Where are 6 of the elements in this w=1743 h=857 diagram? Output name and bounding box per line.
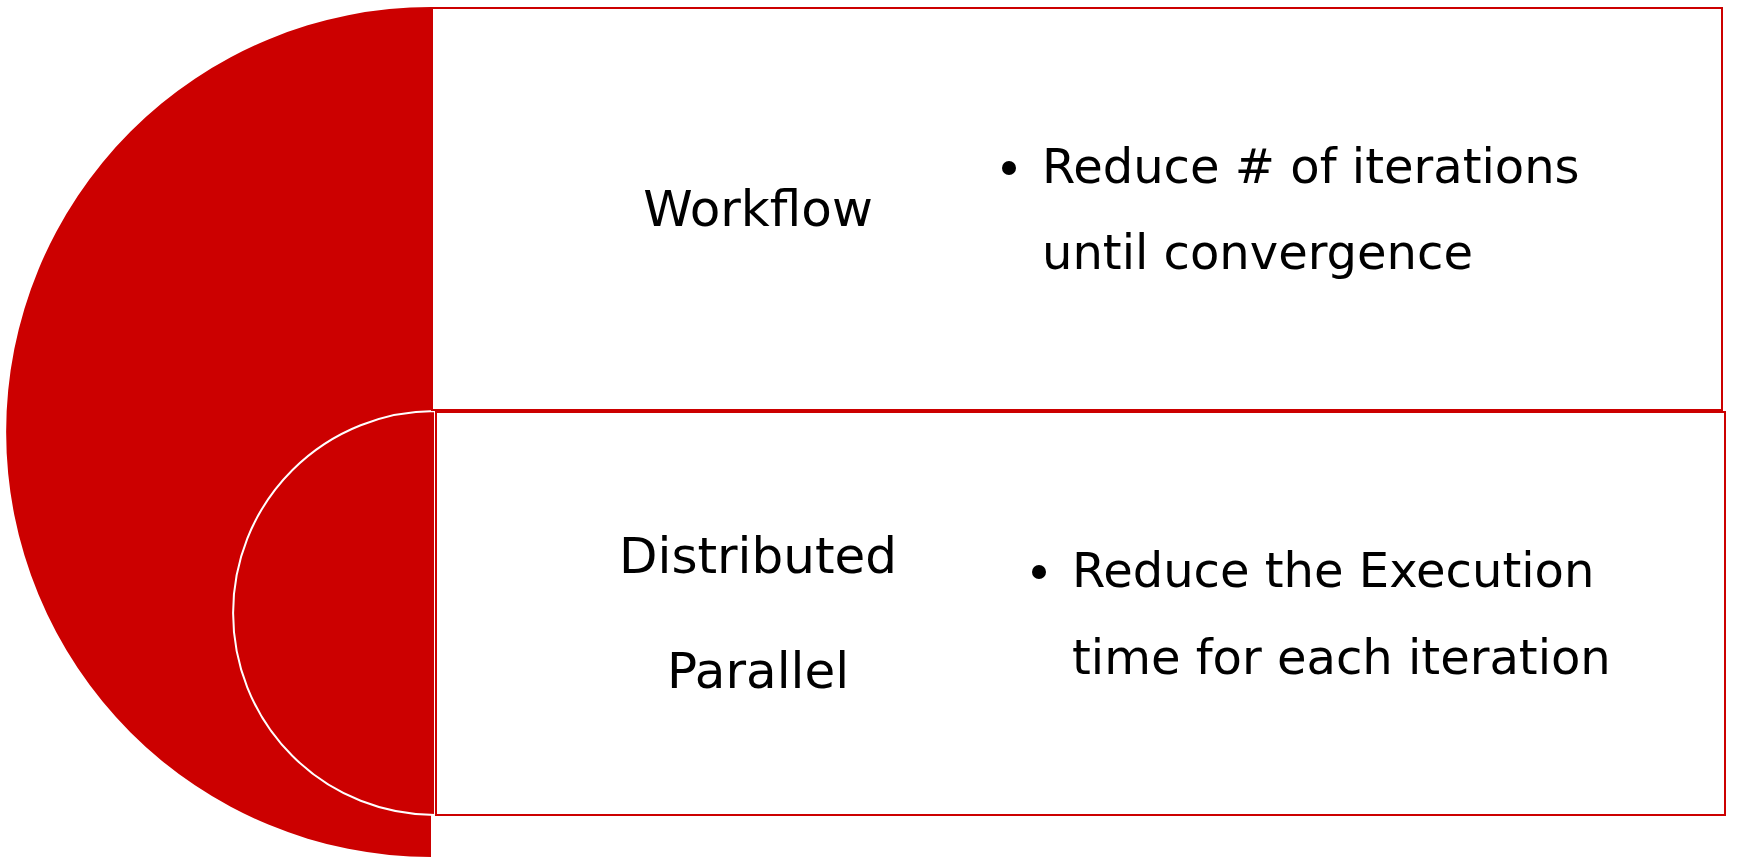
band-heading: Workflow <box>642 178 874 240</box>
bullet-text: Reduce the Execution time for each iteration <box>1028 527 1628 700</box>
bullet-text: Reduce # of iterations until convergence <box>998 122 1638 296</box>
text-band <box>435 411 1726 816</box>
band-heading: Distributed Parallel <box>618 525 898 702</box>
text-band <box>431 7 1723 411</box>
